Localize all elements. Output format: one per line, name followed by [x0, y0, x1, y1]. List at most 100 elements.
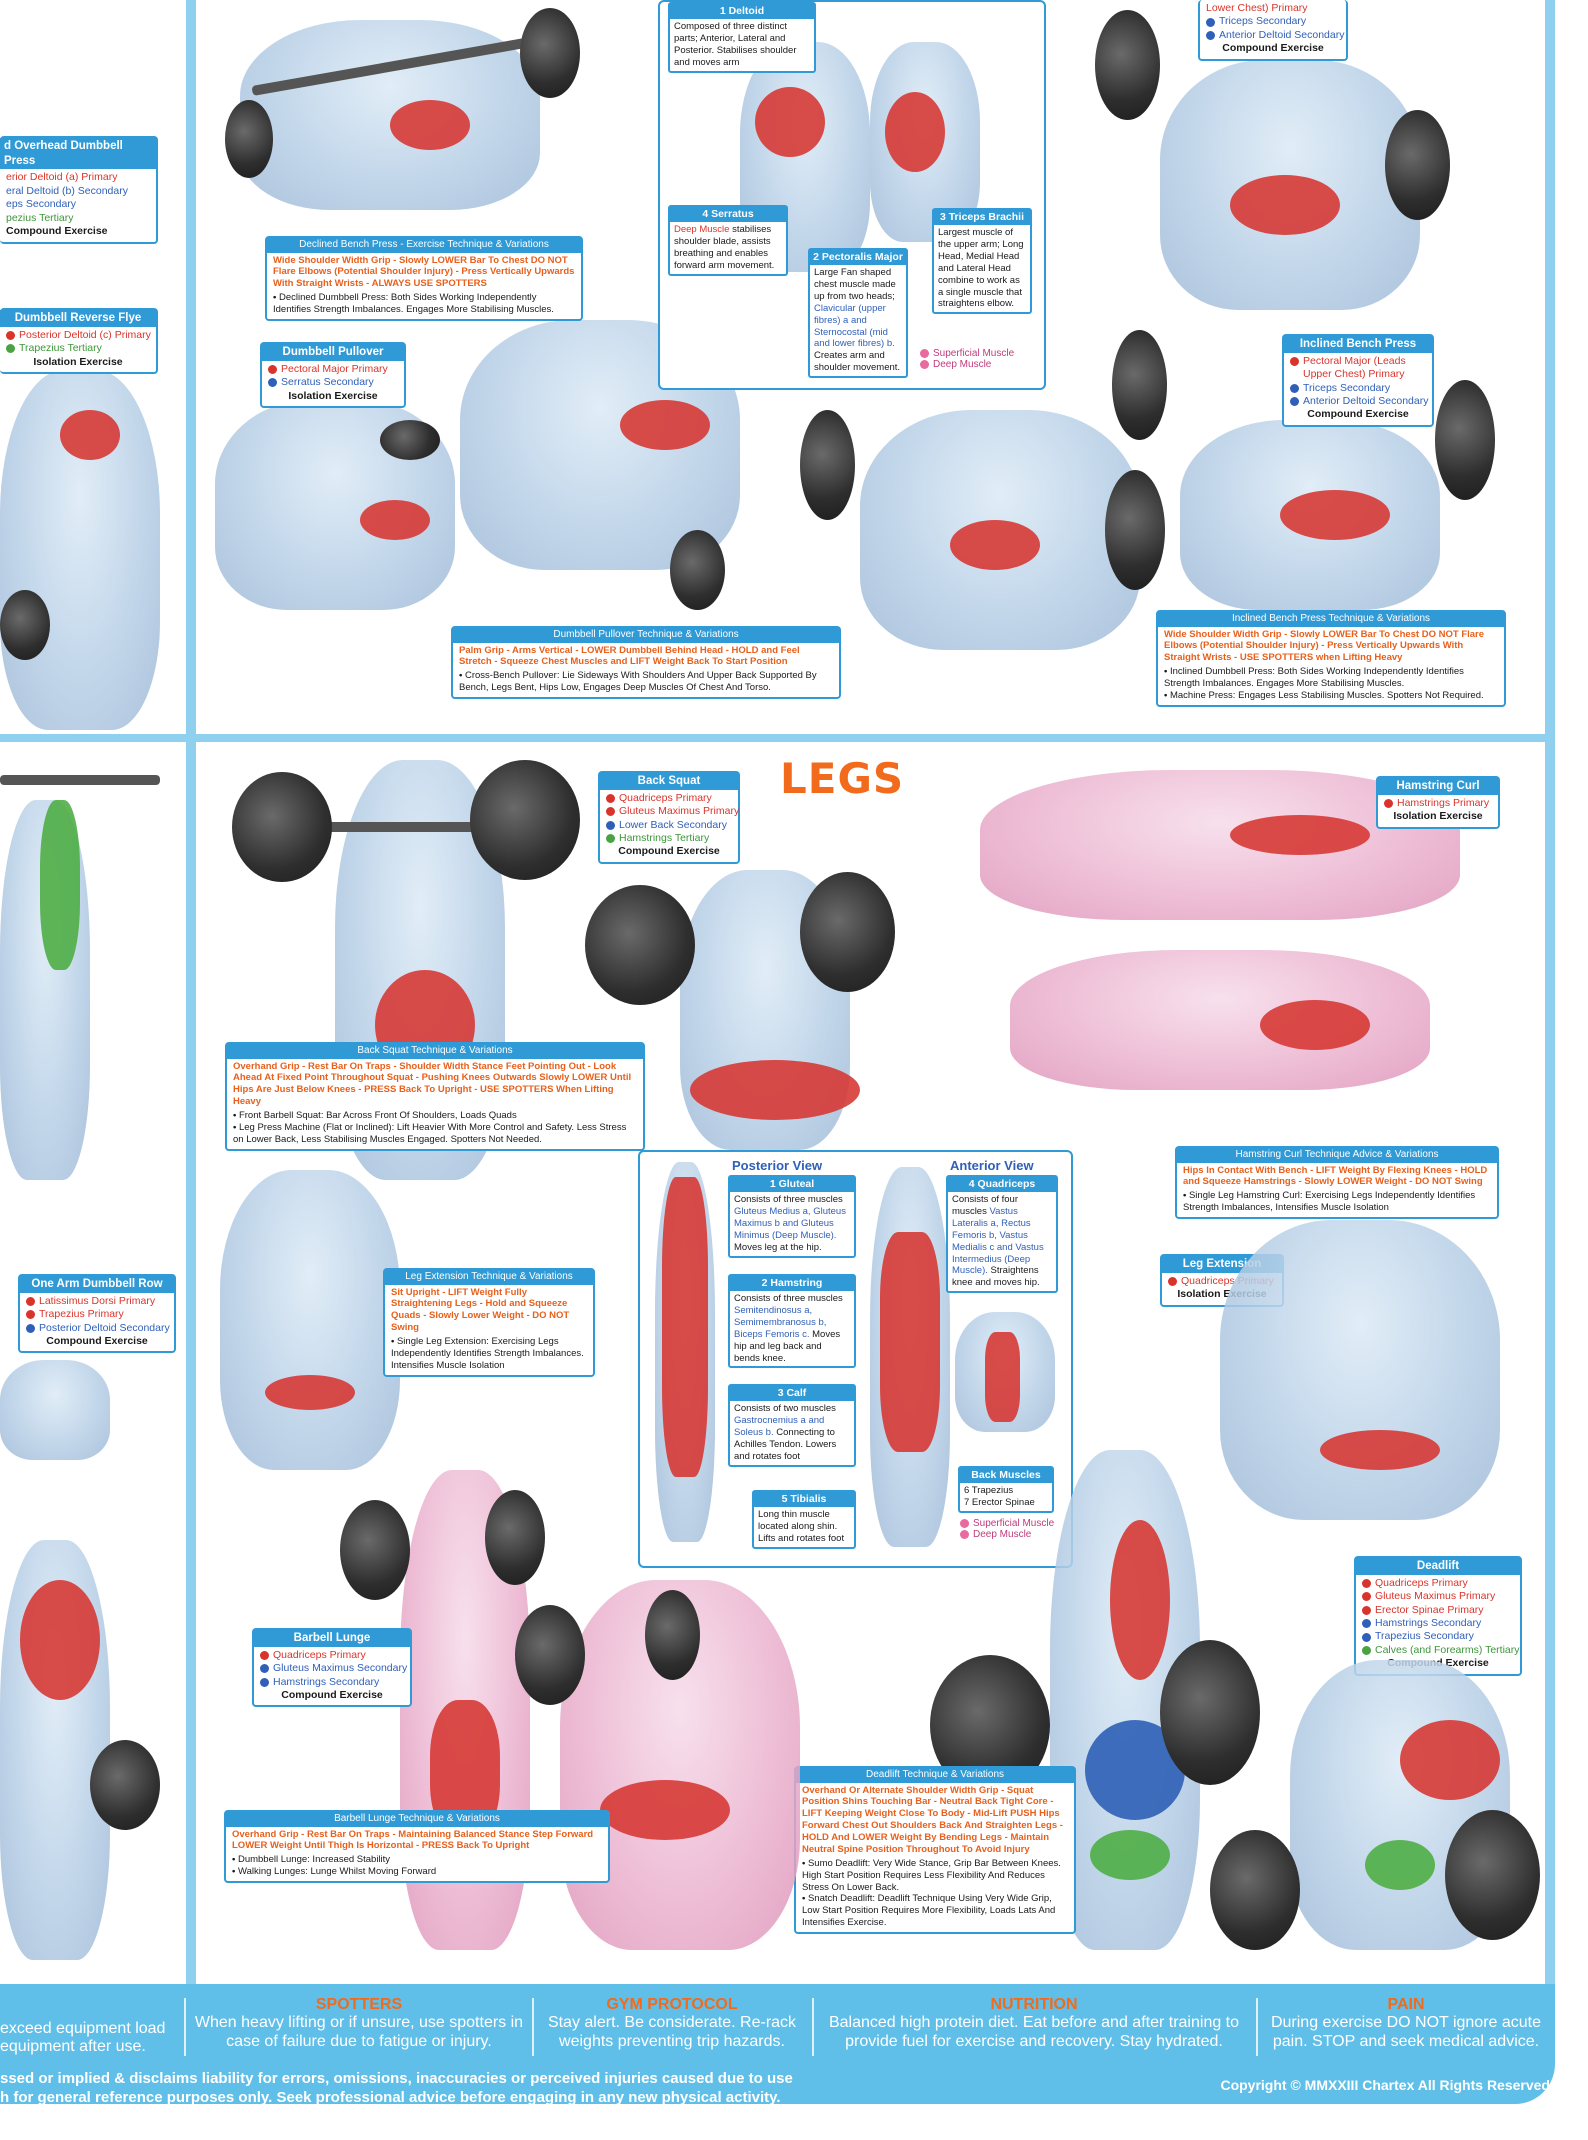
- secondary-dot: [1206, 31, 1215, 41]
- hamstring-muscle: [1260, 1000, 1370, 1050]
- nutrition-text: Balanced high protein diet. Eat before a…: [828, 2014, 1240, 2050]
- deadlift-l2: Gluteus Maximus Primary: [1375, 1590, 1496, 1603]
- primary-dot: [606, 807, 615, 817]
- inclined-press-box: Inclined Bench Press Pectoral Major (Lea…: [1282, 334, 1434, 427]
- back-squat-l2: Gluteus Maximus Primary: [619, 805, 740, 818]
- reverse-flye-title: Dumbbell Reverse Flye: [0, 310, 156, 327]
- deadlift-tech-orange: Overhand Or Alternate Shoulder Width Gri…: [802, 1784, 1063, 1855]
- deltoid-box: 1 Deltoid Composed of three distinct par…: [668, 2, 816, 73]
- gluteal-items: Gluteus Medius a, Gluteus Maximus b and …: [734, 1206, 846, 1241]
- secondary-dot: [260, 1664, 269, 1674]
- gym-protocol-title: GYM PROTOCOL: [606, 1996, 738, 2013]
- back-squat-l1: Quadriceps Primary: [619, 791, 712, 804]
- deadlift-title: Deadlift: [1356, 1558, 1520, 1575]
- back-squat-title: Back Squat: [600, 773, 738, 790]
- pectoralis-tail: Creates arm and shoulder movement.: [814, 350, 901, 374]
- lat-muscle: [40, 800, 80, 970]
- lunge-title: Barbell Lunge: [254, 1630, 410, 1647]
- one-arm-type: Compound Exercise: [46, 1335, 148, 1348]
- calf-text: Consists of two muscles: [734, 1403, 836, 1415]
- deadlift-tech-title: Deadlift Technique & Variations: [796, 1768, 1074, 1783]
- one-arm-row-box: One Arm Dumbbell Row Latissimus Dorsi Pr…: [18, 1274, 176, 1354]
- quadriceps-anatomy-text: Consists of four muscles: [952, 1194, 1018, 1217]
- barbell-plate: [585, 885, 695, 1005]
- triceps-text: Largest muscle of the upper arm; Long He…: [938, 227, 1024, 310]
- hamstring-curl-type: Isolation Exercise: [1393, 810, 1483, 823]
- deadlift-l6: Calves (and Forearms) Tertiary: [1375, 1643, 1520, 1656]
- trapezius-muscle: [20, 1580, 100, 1700]
- deadlift-l1: Quadriceps Primary: [1375, 1576, 1468, 1589]
- overhead-l1: erior Deltoid (a) Primary: [6, 171, 118, 184]
- left-divider: [186, 0, 196, 1984]
- tibialis-box: 5 Tibialis Long thin muscle located alon…: [752, 1490, 856, 1549]
- superficial-label-legs: Superficial Muscle: [973, 1518, 1055, 1529]
- footer-separator: [184, 1998, 186, 2056]
- footer-col-equipment: exceed equipment load equipment after us…: [0, 2020, 180, 2057]
- squat-tech-title: Back Squat Technique & Variations: [227, 1044, 643, 1059]
- deadlift-technique-box: Deadlift Technique & Variations Overhand…: [794, 1766, 1076, 1934]
- deltoid-title: 1 Deltoid: [670, 4, 814, 20]
- shoulder-muscle: [60, 410, 120, 460]
- declined-tech-title: Declined Bench Press - Exercise Techniqu…: [267, 238, 581, 253]
- disclaimer-line-2: h for general reference purposes only. S…: [0, 2088, 781, 2106]
- chest-muscle: [1280, 490, 1390, 540]
- quadriceps-anatomy-box: 4 Quadriceps Consists of four muscles Va…: [946, 1175, 1058, 1294]
- serratus-title: 4 Serratus: [670, 207, 786, 223]
- lunge-l2: Gluteus Maximus Secondary: [273, 1662, 408, 1675]
- top-right-type: Compound Exercise: [1222, 42, 1324, 55]
- one-arm-l2: Trapezius Primary: [39, 1308, 124, 1321]
- back-squat-l4: Hamstrings Tertiary: [619, 832, 710, 845]
- pullover-technique-box: Dumbbell Pullover Technique & Variations…: [451, 626, 841, 699]
- secondary-dot: [260, 1677, 269, 1687]
- secondary-dot: [1362, 1632, 1371, 1642]
- pullover-tech-bullet: Cross-Bench Pullover: Lie Sideways With …: [459, 670, 833, 694]
- inclined-l1: Pectoral Major (Leads Upper Chest) Prima…: [1303, 354, 1406, 381]
- pullover-box: Dumbbell Pullover Pectoral Major Primary…: [260, 342, 406, 409]
- pain-title: PAIN: [1387, 1996, 1425, 2013]
- footer-col-nutrition: NUTRITION Balanced high protein diet. Ea…: [816, 1996, 1252, 2051]
- spotters-text: When heavy lifting or if unsure, use spo…: [194, 2014, 524, 2050]
- inclined-l3: Anterior Deltoid Secondary: [1303, 395, 1429, 408]
- deltoid-text: Composed of three distinct parts; Anteri…: [674, 21, 797, 68]
- secondary-dot: [606, 820, 615, 830]
- back-muscles-l1: 6 Trapezius: [964, 1485, 1014, 1497]
- overhead-type: Compound Exercise: [6, 225, 108, 238]
- hamstring-muscle: [1230, 815, 1370, 855]
- calf-tail: Connecting to Achilles Tendon. Lowers an…: [734, 1426, 837, 1462]
- barbell-plate: [800, 872, 895, 992]
- overhead-press-title: d Overhead Dumbbell Press: [0, 138, 156, 170]
- inclined-tech-b1: Inclined Dumbbell Press: Both Sides Work…: [1164, 666, 1498, 690]
- overhead-press-box: d Overhead Dumbbell Press erior Deltoid …: [0, 136, 158, 244]
- barbell-plate: [645, 1590, 700, 1680]
- barbell-plate: [1112, 330, 1167, 440]
- hamstring-curl-title: Hamstring Curl: [1378, 778, 1498, 795]
- dumbbell: [380, 420, 440, 460]
- gluteal-title: 1 Gluteal: [730, 1177, 854, 1193]
- footer-separator: [1256, 1998, 1258, 2056]
- quadriceps-anatomy-title: 4 Quadriceps: [948, 1177, 1056, 1193]
- hamstring-anatomy-title: 2 Hamstring: [730, 1276, 854, 1292]
- serratus-box: 4 Serratus Deep Muscle stabilises should…: [668, 205, 788, 276]
- inclined-technique-box: Inclined Bench Press Technique & Variati…: [1156, 610, 1506, 707]
- calf-title: 3 Calf: [730, 1386, 854, 1402]
- posterior-leg-muscles: [662, 1177, 708, 1477]
- serratus-text: stabilises shoulder blade, assists breat…: [674, 224, 775, 271]
- declined-tech-bullet: Declined Dumbbell Press: Both Sides Work…: [273, 292, 575, 316]
- lunge-tech-title: Barbell Lunge Technique & Variations: [226, 1812, 608, 1827]
- lunge-tech-orange: Overhand Grip - Rest Bar On Traps - Main…: [232, 1828, 594, 1852]
- row-figure: [0, 1360, 110, 1460]
- primary-dot: [1362, 1592, 1371, 1602]
- disclaimer: ssed or implied & disclaims liability fo…: [0, 2070, 793, 2108]
- inclined-press-title: Inclined Bench Press: [1284, 336, 1432, 353]
- muscle-legend-top: Superficial Muscle Deep Muscle: [920, 348, 1014, 370]
- primary-dot: [1362, 1605, 1371, 1615]
- overhead-l2: eral Deltoid (b) Secondary: [6, 184, 128, 197]
- back-squat-l3: Lower Back Secondary: [619, 818, 727, 831]
- deep-dot: [960, 1530, 969, 1539]
- leg-ext-tech-orange: Sit Upright - LIFT Weight Fully Straight…: [391, 1286, 570, 1334]
- reverse-flye-type: Isolation Exercise: [33, 355, 123, 368]
- calf-muscle: [1090, 1830, 1170, 1880]
- superficial-label: Superficial Muscle: [933, 348, 1015, 359]
- one-arm-row-title: One Arm Dumbbell Row: [20, 1276, 174, 1293]
- deadlift-tech-b1: Sumo Deadlift: Very Wide Stance, Grip Ba…: [802, 1858, 1068, 1894]
